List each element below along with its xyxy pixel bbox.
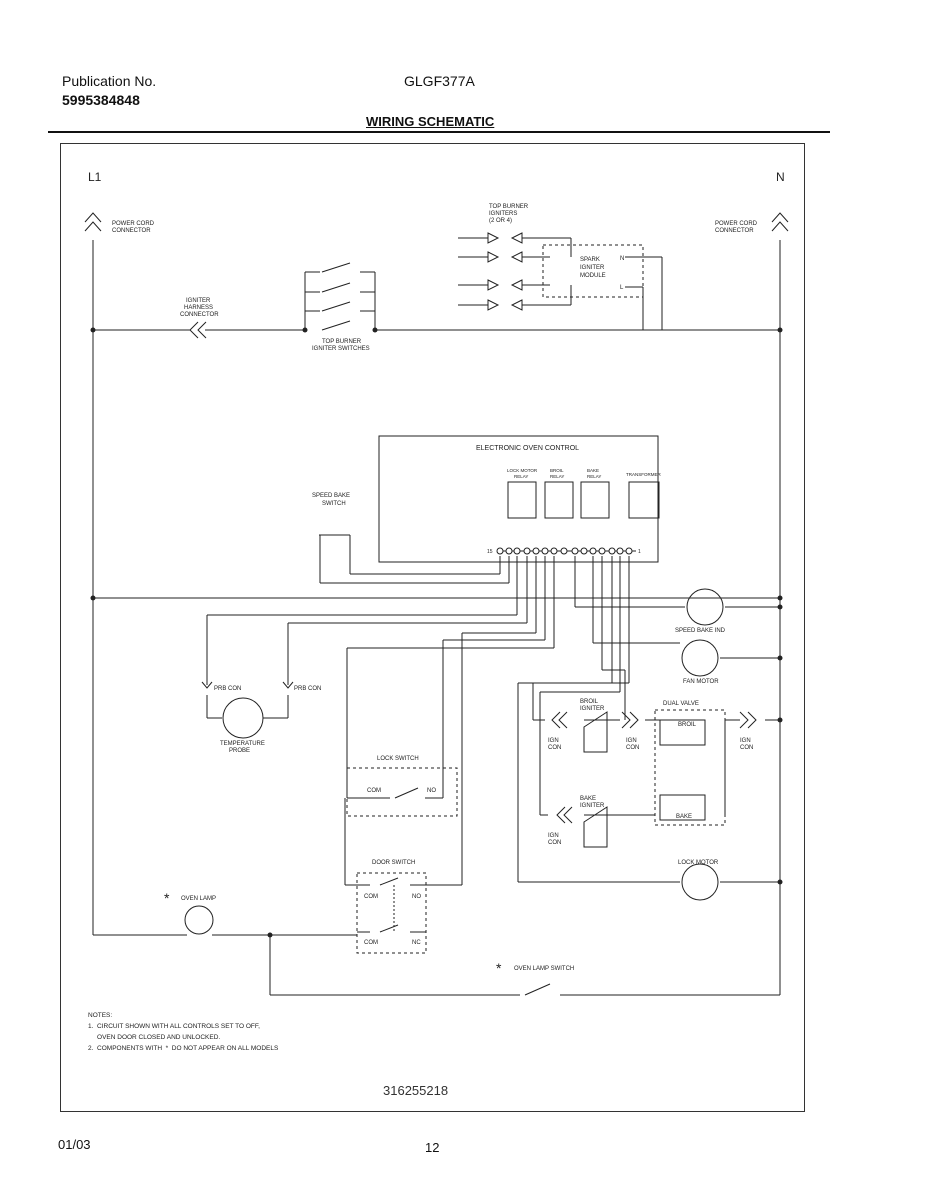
model-number: GLGF377A: [404, 73, 475, 89]
top-burner-switches-label-1: TOP BURNER: [322, 339, 362, 345]
igniter-harness-label-2: HARNESS: [184, 305, 213, 311]
oven-lamp-label: OVEN LAMP: [181, 896, 216, 902]
bake-relay-label-1: BAKE: [587, 468, 599, 473]
transformer-label: TRANSFORMER: [626, 472, 662, 477]
bake-igniter-label-2: IGNITER: [580, 803, 605, 809]
broil-igniter-label-1: BROIL: [580, 699, 599, 705]
l1-label: L1: [88, 170, 102, 184]
page-title: WIRING SCHEMATIC: [366, 114, 495, 129]
power-cord-right-label-1: POWER CORD: [715, 221, 758, 227]
door-no-top-label: NO: [412, 894, 421, 900]
door-switch-label: DOOR SWITCH: [372, 860, 415, 866]
lock-relay-label-2: RELAY: [514, 474, 528, 479]
speed-bake-switch-label-1: SPEED BAKE: [312, 493, 350, 499]
spark-n-label: N: [620, 256, 624, 262]
ign-con-label-1b: CON: [548, 745, 561, 751]
footer-date: 01/03: [58, 1137, 91, 1152]
dual-valve-label: DUAL VALVE: [663, 701, 699, 707]
electronic-control-label: ELECTRONIC OVEN CONTROL: [476, 445, 579, 452]
lock-motor-label: LOCK MOTOR: [678, 860, 719, 866]
notes-heading: NOTES:: [88, 1012, 113, 1019]
n-label: N: [776, 170, 785, 184]
header-rule: [48, 131, 830, 133]
prb-con-1-label: PRB CON: [214, 686, 241, 692]
broil-relay-label-2: RELAY: [550, 474, 564, 479]
lamp-switch-asterisk: *: [496, 960, 502, 976]
oven-lamp-switch-label: OVEN LAMP SWITCH: [514, 966, 574, 972]
lock-com-label: COM: [367, 788, 381, 794]
power-cord-left-label-2: CONNECTOR: [112, 228, 151, 234]
top-burner-igniters-label-2: IGNITERS: [489, 211, 517, 217]
pin-first-label: 15: [487, 549, 493, 555]
temp-probe-label-1: TEMPERATURE: [220, 741, 265, 747]
prb-con-2-label: PRB CON: [294, 686, 321, 692]
temp-probe-label-2: PROBE: [229, 748, 250, 754]
top-burner-igniters-label-3: (2 OR 4): [489, 218, 512, 224]
lock-switch-label: LOCK SWITCH: [377, 756, 419, 762]
top-burner-igniters-label-1: TOP BURNER: [489, 204, 529, 210]
spark-module-label-1: SPARK: [580, 257, 600, 263]
door-nc-bot-label: NC: [412, 940, 421, 946]
ign-con-label-4a: IGN: [548, 833, 559, 839]
ign-con-label-2a: IGN: [626, 738, 637, 744]
drawing-number: 316255218: [383, 1083, 449, 1098]
door-com-top-label: COM: [364, 894, 378, 900]
oven-lamp-asterisk: *: [164, 890, 170, 906]
speed-bake-ind-label: SPEED BAKE IND: [675, 628, 726, 634]
broil-relay-label-1: BROIL: [550, 468, 564, 473]
dv-broil-label: BROIL: [678, 722, 697, 728]
door-com-bot-label: COM: [364, 940, 378, 946]
igniter-harness-label-1: IGNITER: [186, 298, 211, 304]
ign-con-label-2b: CON: [626, 745, 639, 751]
publication-label: Publication No.: [62, 73, 157, 89]
bake-igniter-label-1: BAKE: [580, 796, 596, 802]
notes-line-2: OVEN DOOR CLOSED AND UNLOCKED.: [88, 1034, 221, 1041]
igniter-harness-label-3: CONNECTOR: [180, 312, 219, 318]
ign-con-label-3b: CON: [740, 745, 753, 751]
lock-no-label: NO: [427, 788, 436, 794]
spark-l-label: L: [620, 285, 624, 291]
lock-relay-label-1: LOCK MOTOR: [507, 468, 538, 473]
dv-bake-label: BAKE: [676, 814, 692, 820]
ign-con-label-4b: CON: [548, 840, 561, 846]
pin-last-label: 1: [638, 549, 641, 555]
spark-module-label-2: IGNITER: [580, 265, 605, 271]
ign-con-label-1a: IGN: [548, 738, 559, 744]
publication-number: 5995384848: [62, 92, 140, 108]
top-burner-switches-label-2: IGNITER SWITCHES: [312, 346, 370, 352]
broil-igniter-label-2: IGNITER: [580, 706, 605, 712]
schematic-frame: [60, 143, 805, 1112]
power-cord-right-label-2: CONNECTOR: [715, 228, 754, 234]
notes-line-3: 2. COMPONENTS WITH * DO NOT APPEAR ON AL…: [88, 1045, 279, 1052]
power-cord-left-label-1: POWER CORD: [112, 221, 155, 227]
bake-relay-label-2: RELAY: [587, 474, 601, 479]
speed-bake-switch-label-2: SWITCH: [322, 501, 346, 507]
notes-line-1: 1. CIRCUIT SHOWN WITH ALL CONTROLS SET T…: [88, 1023, 260, 1030]
page-number: 12: [425, 1140, 440, 1155]
spark-module-label-3: MODULE: [580, 273, 606, 279]
ign-con-label-3a: IGN: [740, 738, 751, 744]
fan-motor-label: FAN MOTOR: [683, 679, 719, 685]
notes-block: NOTES: 1. CIRCUIT SHOWN WITH ALL CONTROL…: [88, 1010, 278, 1054]
